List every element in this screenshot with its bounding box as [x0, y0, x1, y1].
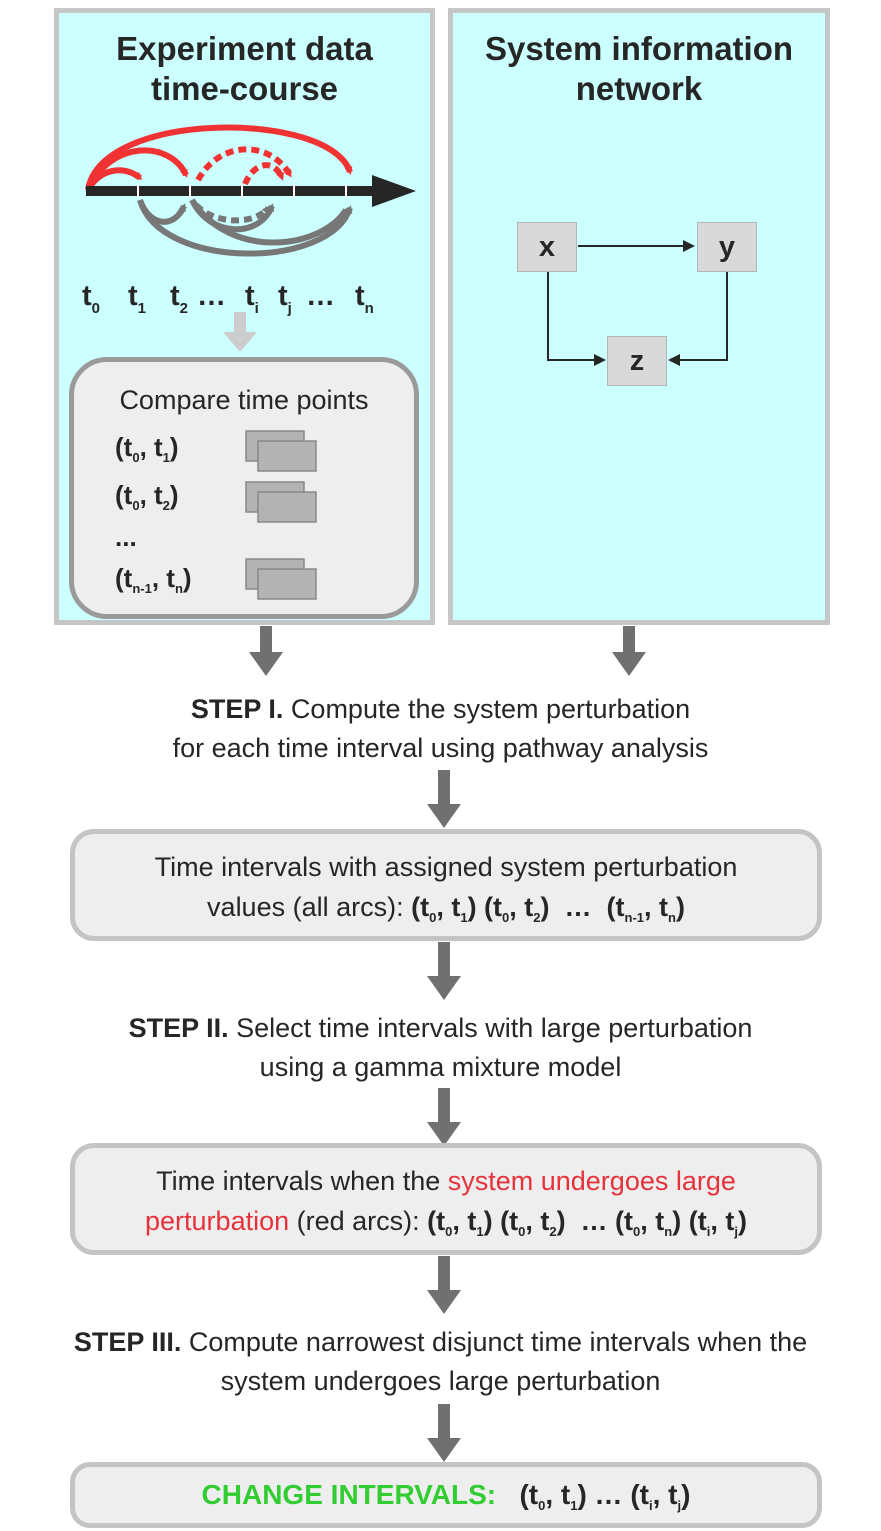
box1-all-arcs: Time intervals with assigned system pert… [70, 829, 822, 941]
flow-arrow-step1 [427, 770, 461, 828]
edge-y-z [668, 272, 728, 366]
grey-arc-1-n [137, 199, 353, 257]
compare-box-title: Compare time points [119, 385, 369, 415]
system-panel-title: System information network [484, 30, 794, 107]
grey-arc-dashed [193, 202, 271, 224]
compare-down-arrow [223, 312, 257, 352]
timeline-diagram [85, 124, 416, 257]
network-node-y: y [697, 222, 757, 272]
time-label-ti: ti [245, 280, 259, 317]
time-label-t2: t2 [170, 280, 189, 317]
pair-ellipsis: ... [115, 522, 137, 552]
card-stack-icon-3 [245, 558, 317, 600]
grey-arcs [137, 198, 353, 257]
box2-text: Time intervals when the system undergoes… [145, 1166, 747, 1239]
time-label-ellipsis-2: … [306, 280, 335, 312]
system-panel: System information network [448, 8, 830, 625]
pair-t0-t1: (t0, t1) [115, 432, 179, 465]
pair-t0-t2: (t0, t2) [115, 480, 179, 513]
time-label-t1: t1 [128, 280, 147, 317]
red-arc-dashed-2 [242, 162, 285, 186]
time-label-tj: tj [278, 280, 292, 317]
card-stack-icon-1 [245, 430, 317, 472]
network-node-x: x [517, 222, 577, 272]
change-intervals-box: CHANGE INTERVALS: (t0, t1) … (ti, tj) [70, 1462, 822, 1528]
grey-arc-2-n [189, 198, 349, 246]
box1-text: Time intervals with assigned system pert… [154, 852, 738, 925]
red-arc-0-n [85, 124, 353, 191]
change-intervals-text: CHANGE INTERVALS: (t0, t1) … (ti, tj) [201, 1479, 691, 1513]
compare-box: Compare time points [69, 357, 419, 619]
step1-text: STEP I. Compute the system perturbation … [172, 694, 709, 763]
time-axis [86, 175, 416, 207]
card-stack-icons [245, 430, 317, 600]
flow-arrow-step2 [427, 1088, 461, 1146]
red-arc-0-1 [85, 167, 143, 192]
network-edges [547, 240, 728, 366]
time-label-t0: t0 [82, 280, 101, 317]
step3-text: STEP III. Compute narrowest disjunct tim… [73, 1327, 808, 1396]
flow-arrow-left-panel [249, 626, 283, 676]
edge-x-z [547, 272, 606, 366]
box2-red-arcs: Time intervals when the system undergoes… [70, 1143, 822, 1255]
time-label-ellipsis-1: … [197, 280, 226, 312]
red-arcs [85, 124, 353, 192]
time-label-tn: tn [355, 280, 374, 317]
pair-tn1-tn: (tn-1, tn) [115, 563, 192, 596]
flow-arrow-step3 [427, 1404, 461, 1462]
card-stack-icon-2 [245, 481, 317, 523]
step2-text: STEP II. Select time intervals with larg… [128, 1013, 753, 1082]
experiment-panel-title: Experiment data time-course [116, 30, 373, 107]
flow-arrow-box2 [427, 1256, 461, 1314]
network-node-z: z [607, 336, 667, 386]
red-arc-dashed-1 [195, 146, 293, 182]
flow-arrow-box1 [427, 942, 461, 1000]
flow-arrow-right-panel [612, 626, 646, 676]
